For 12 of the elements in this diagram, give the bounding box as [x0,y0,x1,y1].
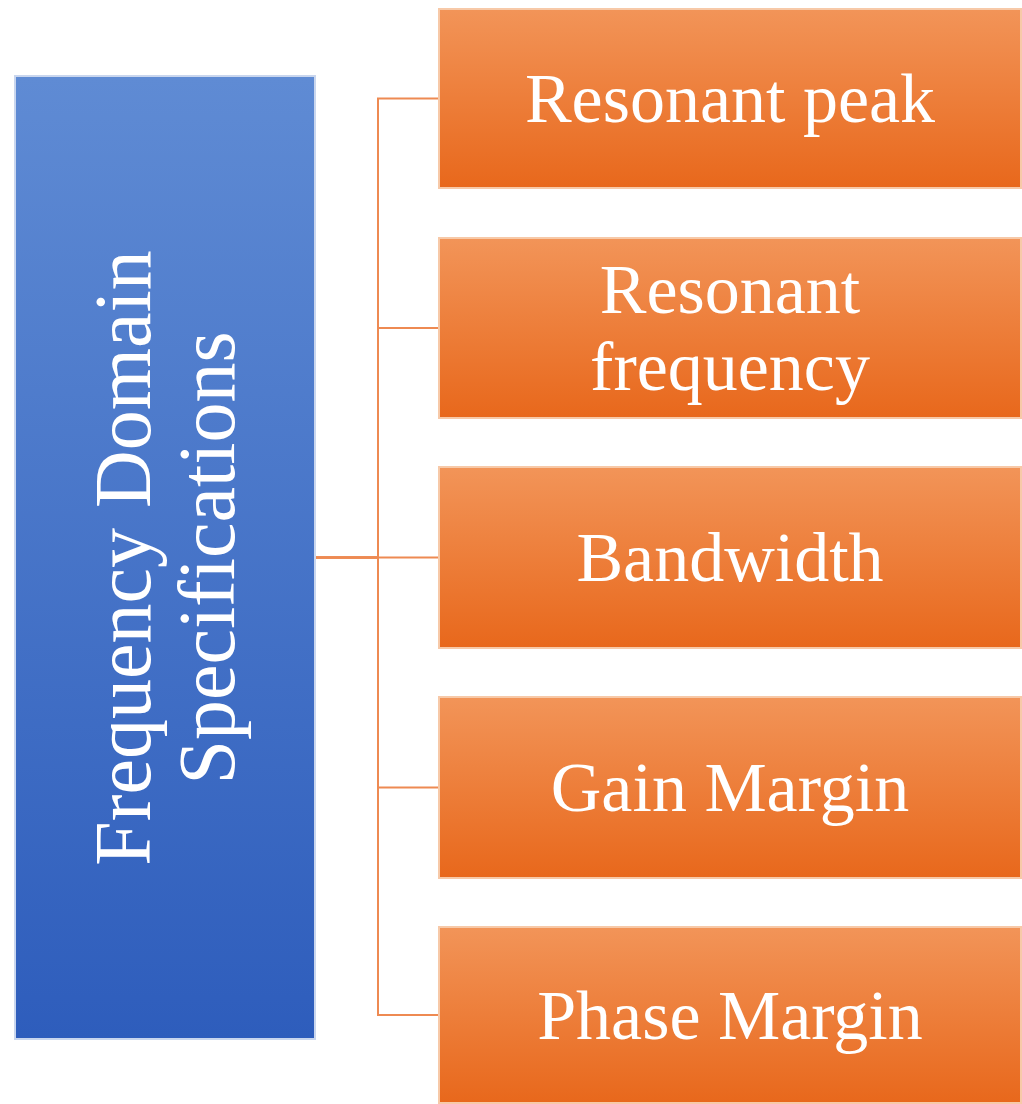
item-box [438,237,1022,419]
item-box [438,926,1022,1104]
category-box [14,75,316,1040]
item-box [438,466,1022,649]
item-label: Phase Margin [536,976,924,1054]
item-label: Resonant peak [523,60,937,137]
category-label: Frequency Domain Specifications [81,248,249,868]
item-box [438,8,1022,189]
item-label: Resonant frequency [589,251,871,405]
item-box [438,696,1022,879]
item-label: Gain Margin [549,749,911,826]
item-label: Bandwidth [575,519,885,596]
